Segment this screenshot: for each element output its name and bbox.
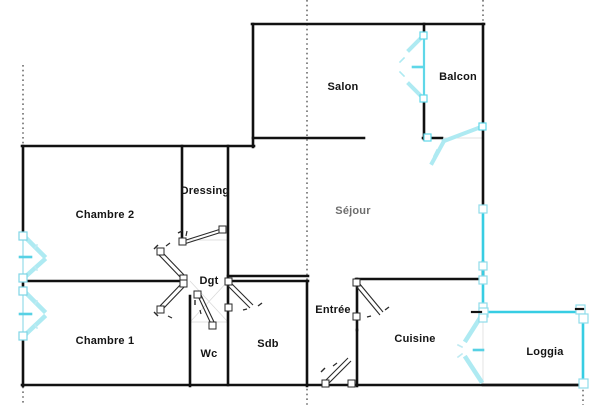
door-chambre2 [153, 242, 188, 283]
door-dressing [177, 225, 227, 246]
glazing [18, 31, 589, 389]
glazing-balcon-right [423, 122, 487, 166]
doors [153, 225, 390, 388]
walls [20, 22, 588, 388]
door-chambre1 [153, 279, 188, 319]
section-lines [22, 0, 584, 405]
glazing-cuisine [456, 313, 488, 385]
door-entree-cuisine [352, 278, 390, 321]
door-wc [193, 290, 217, 330]
door-sdb [224, 277, 263, 312]
glazing-chambre1 [18, 286, 48, 341]
glazing-chambre2 [18, 231, 48, 283]
glazing-sejour-right [478, 204, 488, 316]
glazing-loggia [470, 304, 589, 389]
door-entrance [320, 357, 356, 388]
glazing-balcon-top [398, 31, 428, 103]
